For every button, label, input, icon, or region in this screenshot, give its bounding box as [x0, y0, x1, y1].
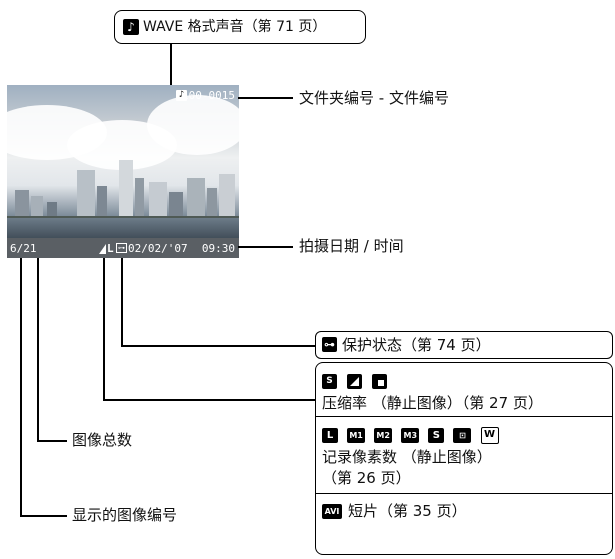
building — [187, 178, 205, 222]
large-icon: L — [322, 428, 338, 443]
folder-file-label: 文件夹编号 - 文件编号 — [299, 89, 449, 107]
protect-key-icon: ⊶ — [322, 337, 337, 352]
total-images-leader-horizontal — [37, 440, 67, 442]
recording-pixels-icons: L M1 M2 M3 S ⊡ W — [322, 425, 499, 444]
shooting-time: 09:30 — [201, 242, 235, 255]
cloud — [147, 95, 239, 155]
small-icon: S — [428, 428, 445, 443]
widescreen-icon: W — [480, 427, 499, 444]
folder-file-number: 100-0015 — [182, 89, 235, 102]
divider — [316, 493, 612, 494]
fine-icon — [347, 374, 363, 389]
protect-leader-horizontal — [121, 345, 315, 347]
recording-pixels-label-line2: （第 26 页） — [322, 469, 411, 487]
camera-playback-screen: ♪ 100-0015 6/21 L ⊶ 02/02/'07 09:30 — [7, 85, 239, 258]
protect-leader-vertical — [121, 258, 123, 346]
building — [207, 188, 217, 222]
sound-note-icon: ♪ — [123, 19, 139, 35]
medium1-icon: M1 — [347, 428, 366, 443]
compression-leader-vertical — [103, 258, 105, 400]
displayed-number-leader-vertical — [20, 258, 22, 516]
building — [219, 174, 235, 222]
wave-sound-callout: ♪ WAVE 格式声音（第 71 页） — [114, 10, 366, 44]
divider — [316, 416, 612, 417]
sound-note-icon: ♪ — [176, 90, 187, 101]
protect-key-icon: ⊶ — [116, 243, 127, 253]
folder-file-leader — [238, 97, 293, 99]
compression-leader-horizontal — [103, 399, 315, 401]
sea — [7, 218, 239, 240]
compression-icon — [99, 244, 106, 254]
recording-pixels-icon: L — [107, 242, 114, 255]
wave-sound-label: WAVE 格式声音（第 71 页） — [143, 19, 327, 35]
normal-icon — [372, 374, 388, 389]
compression-icons: S — [322, 371, 388, 390]
movie-icon: AVI — [322, 504, 342, 519]
building — [119, 160, 133, 222]
recording-pixels-label-line1: 记录像素数 （静止图像） — [322, 448, 492, 466]
building — [15, 190, 29, 222]
displayed-image-number-label: 显示的图像编号 — [72, 506, 178, 524]
displayed-number-leader-horizontal — [20, 515, 67, 517]
datetime-leader — [238, 246, 293, 248]
compression-label: 压缩率 （静止图像）（第 27 页） — [322, 394, 543, 412]
medium3-icon: M3 — [401, 428, 420, 443]
image-settings-callout: S 压缩率 （静止图像）（第 27 页） L M1 M2 M3 S ⊡ W 记录… — [315, 362, 613, 555]
image-count: 6/21 — [10, 242, 37, 255]
building — [77, 170, 95, 222]
building — [47, 202, 57, 222]
wave-sound-leader — [170, 44, 172, 93]
building — [97, 186, 107, 222]
medium2-icon: M2 — [374, 428, 393, 443]
postcard-icon: ⊡ — [453, 428, 472, 443]
superfine-icon: S — [322, 374, 337, 389]
total-images-label: 图像总数 — [72, 431, 133, 449]
protect-status-label: 保护状态（第 74 页） — [342, 336, 491, 354]
shooting-date: 02/02/'07 — [128, 242, 188, 255]
building — [135, 178, 144, 222]
building — [149, 182, 167, 222]
movie-label: 短片（第 35 页） — [348, 502, 467, 520]
building — [31, 196, 43, 222]
shooting-datetime-label: 拍摄日期 / 时间 — [299, 237, 404, 255]
total-images-leader-vertical — [37, 258, 39, 441]
protect-callout: ⊶ 保护状态（第 74 页） — [315, 331, 613, 359]
info-strip — [7, 238, 239, 258]
building — [169, 192, 183, 222]
